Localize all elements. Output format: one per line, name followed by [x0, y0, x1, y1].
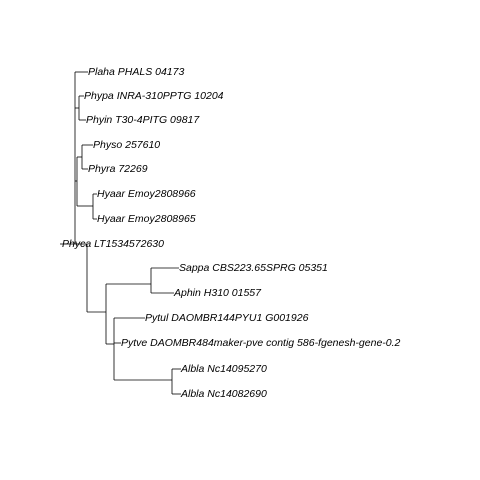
- tip-label-albla-14095270: Albla Nc14095270: [180, 363, 267, 375]
- tip-labels: Plaha PHALS 04173 Phypa INRA-310PPTG 102…: [62, 66, 401, 400]
- tip-label-physo-257610: Physo 257610: [93, 139, 160, 151]
- tip-label-phyca-lt1534572630: Phyca LT1534572630: [62, 238, 164, 250]
- tip-label-pytve-586: Pytve DAOMBR484maker-pve contig 586-fgen…: [121, 337, 401, 349]
- tip-label-sappa-05351: Sappa CBS223.65SPRG 05351: [179, 262, 328, 274]
- tip-label-albla-14082690: Albla Nc14082690: [180, 388, 267, 400]
- tip-label-phyra-72269: Phyra 72269: [88, 163, 148, 175]
- tip-label-aphin-01557: Aphin H310 01557: [173, 287, 262, 299]
- tip-label-phypa-10204: Phypa INRA-310PPTG 10204: [84, 90, 224, 102]
- tip-label-hyaar-2808965: Hyaar Emoy2808965: [97, 213, 196, 225]
- tip-label-pytul-g001926: Pytul DAOMBR144PYU1 G001926: [145, 312, 309, 324]
- tip-label-hyaar-2808966: Hyaar Emoy2808966: [97, 188, 196, 200]
- tip-label-plaha-04173: Plaha PHALS 04173: [88, 66, 184, 78]
- tip-label-phyin-09817: Phyin T30-4PITG 09817: [86, 114, 200, 126]
- tree-branches: [60, 71, 181, 395]
